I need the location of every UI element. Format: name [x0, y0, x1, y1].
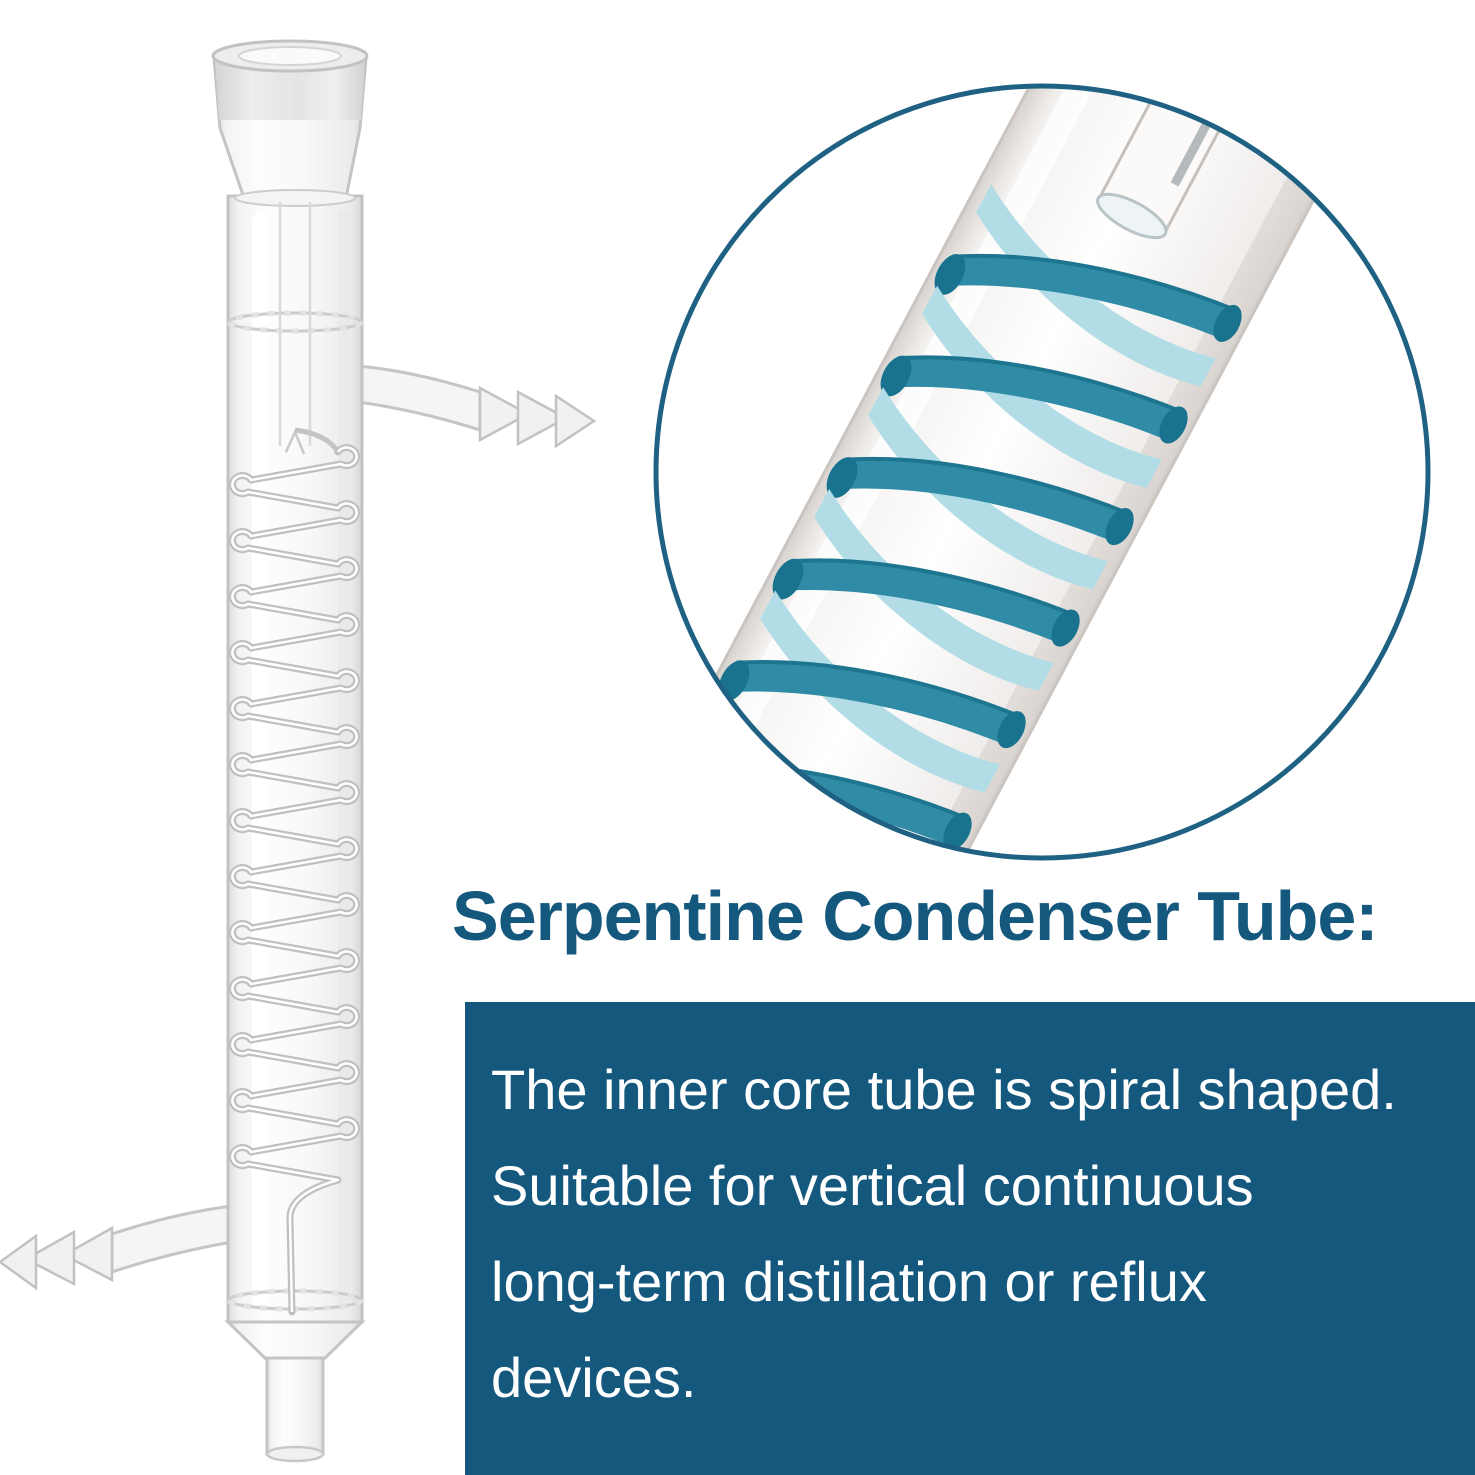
description-line-3: long-term distillation or reflux — [491, 1250, 1207, 1313]
zoom-inner-tube — [1096, 86, 1363, 240]
bottom-stem — [224, 1320, 366, 1463]
zoom-circle-border — [653, 83, 1431, 861]
ground-glass-joint — [211, 39, 369, 207]
product-title: Serpentine Condenser Tube: — [452, 877, 1379, 955]
lower-hose-barb — [0, 1204, 234, 1291]
description-panel: The inner core tube is spiral shaped. Su… — [465, 1002, 1475, 1475]
coil-detail-circle — [645, 75, 1440, 870]
condenser-photo — [0, 0, 640, 1475]
description-line-1: The inner core tube is spiral shaped. — [491, 1058, 1397, 1121]
closeup-illustration — [653, 83, 1431, 861]
condenser-illustration — [0, 39, 597, 1463]
description-line-2: Suitable for vertical continuous — [491, 1154, 1254, 1217]
upper-hose-barb — [356, 364, 597, 449]
inner-coil — [228, 202, 361, 1316]
description-line-4: devices. — [491, 1346, 697, 1409]
